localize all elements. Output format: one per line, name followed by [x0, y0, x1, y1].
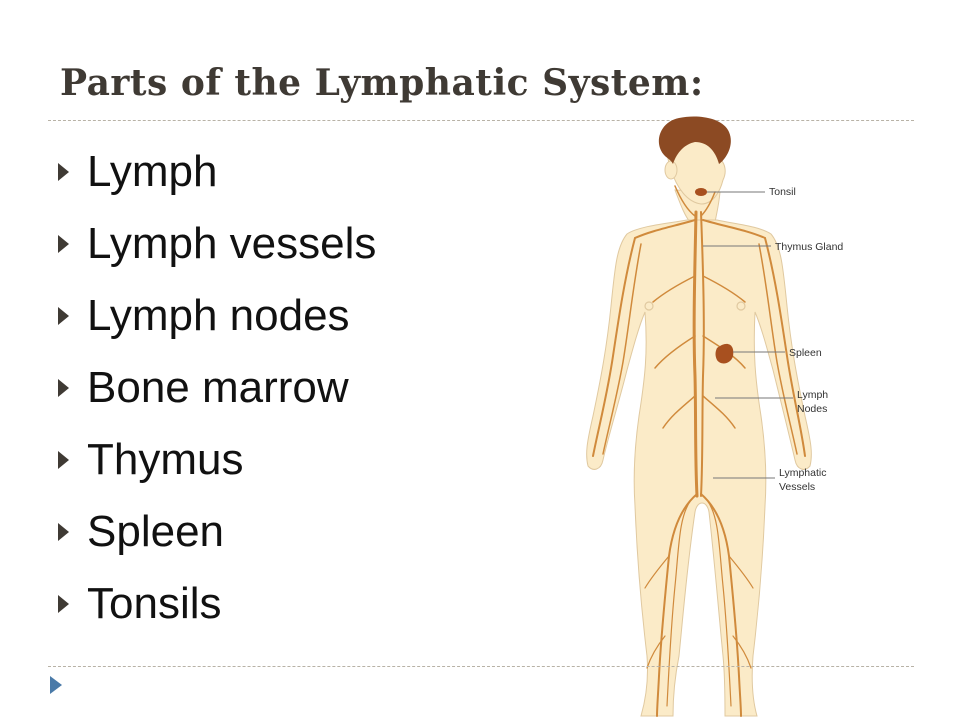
bullet-item-lymph-nodes: Lymph nodes: [58, 280, 376, 352]
body-illustration: Tonsil Thymus Gland Spleen Lymph Nodes L…: [586, 116, 843, 717]
right-triangle-bullet-icon: [58, 379, 69, 397]
bullet-text: Thymus: [87, 435, 244, 484]
right-triangle-bullet-icon: [58, 451, 69, 469]
bullet-item-lymph: Lymph: [58, 136, 376, 208]
label-lymph-nodes-line1: Lymph: [797, 389, 828, 401]
body-silhouette: [586, 116, 812, 717]
label-lymphatic-vessels-line2: Vessels: [779, 481, 815, 493]
label-lymph-nodes-line2: Nodes: [797, 403, 827, 415]
top-divider: [48, 120, 914, 121]
bullet-list: Lymph Lymph vessels Lymph nodes Bone mar…: [58, 136, 376, 640]
bullet-text: Bone marrow: [87, 363, 349, 412]
bullet-text: Lymph: [87, 147, 218, 196]
bullet-text: Spleen: [87, 507, 225, 556]
bullet-item-lymph-vessels: Lymph vessels: [58, 208, 376, 280]
slide-title: Parts of the Lymphatic System:: [60, 62, 704, 104]
label-thymus-gland: Thymus Gland: [775, 241, 843, 253]
lymphatic-vessels: [592, 185, 806, 717]
bullet-item-thymus: Thymus: [58, 424, 376, 496]
bullet-item-spleen: Spleen: [58, 496, 376, 568]
right-triangle-bullet-icon: [58, 307, 69, 325]
bullet-item-bone-marrow: Bone marrow: [58, 352, 376, 424]
callout-lines: [703, 191, 793, 479]
lymphatic-organs: [695, 188, 734, 364]
right-triangle-bullet-icon: [58, 235, 69, 253]
bottom-divider: [48, 666, 914, 667]
right-triangle-bullet-icon: [58, 163, 69, 181]
label-spleen: Spleen: [789, 347, 822, 359]
right-triangle-bullet-icon: [58, 595, 69, 613]
bullet-item-tonsils: Tonsils: [58, 568, 376, 640]
lymphatic-system-diagram: Tonsil Thymus Gland Spleen Lymph Nodes L…: [575, 116, 875, 720]
label-lymphatic-vessels-line1: Lymphatic: [779, 467, 826, 479]
right-triangle-footer-icon: [50, 676, 62, 694]
bullet-text: Tonsils: [87, 579, 222, 628]
label-tonsil: Tonsil: [769, 186, 796, 198]
bullet-text: Lymph nodes: [87, 291, 350, 340]
right-triangle-bullet-icon: [58, 523, 69, 541]
bullet-text: Lymph vessels: [87, 219, 377, 268]
